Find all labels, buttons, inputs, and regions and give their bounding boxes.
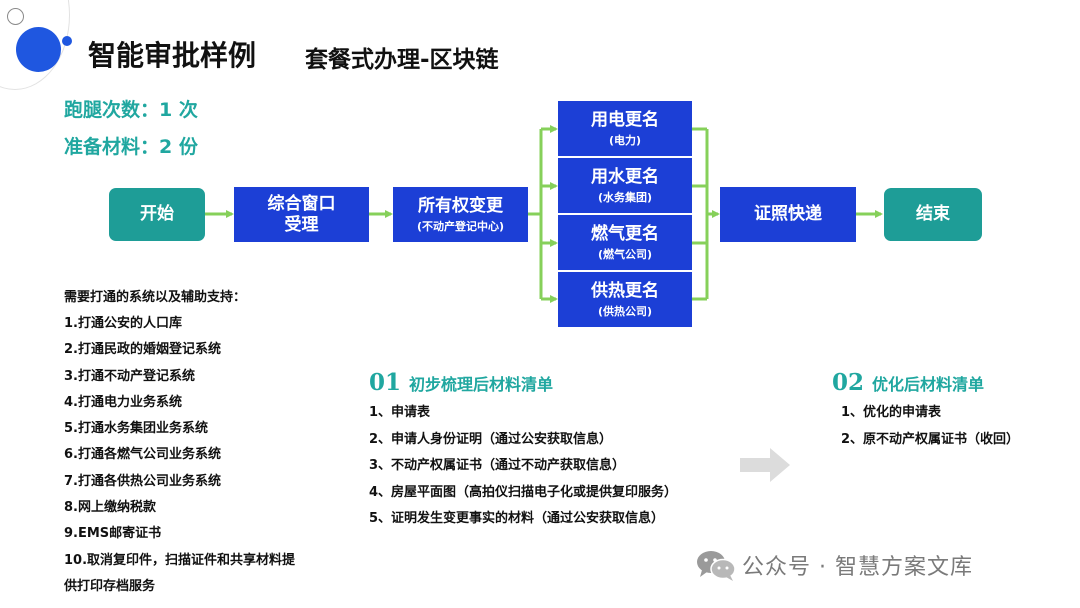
support-item: 9.EMS邮寄证书 <box>64 526 162 542</box>
flow-start-label: 开始 <box>140 204 174 225</box>
flow-start: 开始 <box>109 188 205 241</box>
initial-materials-list: 1、申请表 2、申请人身份证明（通过公安获取信息） 3、不动产权属证书（通过不动… <box>369 400 677 533</box>
flow-branch-electricity: 用电更名 (电力) <box>558 101 692 156</box>
support-item: 7.打通各供热公司业务系统 <box>64 473 221 489</box>
flow-express-label: 证照快递 <box>754 204 822 225</box>
flow-branch-gas: 燃气更名 (燃气公司) <box>558 215 692 270</box>
flow-end-label: 结束 <box>916 204 950 225</box>
material-item: 1、申请表 <box>369 405 431 420</box>
section-title: 初步梳理后材料清单 <box>409 375 554 394</box>
support-item: 4.打通电力业务系统 <box>64 394 182 410</box>
material-item: 2、原不动产权属证书（收回） <box>841 431 1020 447</box>
support-item: 1.打通公安的人口库 <box>64 316 182 331</box>
watermark: 公众号 · 智慧方案文库 <box>696 548 973 582</box>
material-item: 5、证明发生变更事实的材料（通过公安获取信息） <box>369 511 665 526</box>
support-list: 1.打通公安的人口库 2.打通民政的婚姻登记系统 3.打通不动产登记系统 4.打… <box>64 311 354 600</box>
flow-express-delivery: 证照快递 <box>720 187 856 242</box>
watermark-text: 公众号 · 智慧方案文库 <box>742 555 973 580</box>
material-item: 2、申请人身份证明（通过公安获取信息） <box>369 431 613 447</box>
visits-count: 跑腿次数：1 次 <box>64 99 198 121</box>
flow-window-accept: 综合窗口 受理 <box>234 187 369 242</box>
flow-window-label-1: 综合窗口 <box>267 194 336 215</box>
flow-ownership-label: 所有权变更 <box>418 196 503 217</box>
branch-gas-sub: (燃气公司) <box>597 247 653 261</box>
branch-electricity-label: 用电更名 <box>591 110 659 131</box>
support-item: 10.取消复印件，扫描证件和共享材料提 <box>64 552 296 568</box>
materials-count: 准备材料：2 份 <box>64 136 198 158</box>
support-item: 8.网上缴纳税款 <box>64 500 156 516</box>
section-number: 01 <box>369 369 402 396</box>
material-item: 3、不动产权属证书（通过不动产获取信息） <box>369 458 626 473</box>
section-optimized-materials-heading: 02 优化后材料清单 <box>832 369 984 396</box>
page-title: 智能审批样例 <box>88 39 257 72</box>
decorative-ring <box>7 8 24 25</box>
optimized-materials-list: 1、优化的申请表 2、原不动产权属证书（收回） <box>841 400 1019 453</box>
flow-branch-water: 用水更名 (水务集团) <box>558 158 692 213</box>
branch-heating-sub: (供热公司) <box>597 304 653 318</box>
section-title: 优化后材料清单 <box>872 375 985 394</box>
flow-end: 结束 <box>884 188 982 241</box>
material-item: 4、房屋平面图（高拍仪扫描电子化或提供复印服务） <box>369 484 678 500</box>
support-item: 供打印存档服务 <box>64 578 156 594</box>
flow-ownership-change: 所有权变更 (不动产登记中心) <box>393 187 528 242</box>
decorative-dot-large <box>16 27 61 72</box>
page-subtitle: 套餐式办理-区块链 <box>305 47 499 73</box>
support-title: 需要打通的系统以及辅助支持： <box>64 290 247 305</box>
flow-ownership-sub: (不动产登记中心) <box>416 219 505 233</box>
branch-gas-label: 燃气更名 <box>591 224 659 245</box>
material-item: 1、优化的申请表 <box>841 405 942 420</box>
branch-water-label: 用水更名 <box>591 167 659 188</box>
support-item: 3.打通不动产登记系统 <box>64 368 195 384</box>
support-item: 2.打通民政的婚姻登记系统 <box>64 342 221 358</box>
section-number: 02 <box>832 369 865 396</box>
branch-electricity-sub: (电力) <box>608 133 642 147</box>
branch-water-sub: (水务集团) <box>597 190 653 204</box>
support-item: 5.打通水务集团业务系统 <box>64 421 208 437</box>
section-initial-materials-heading: 01 初步梳理后材料清单 <box>369 369 553 396</box>
flow-window-label-2: 受理 <box>284 214 319 235</box>
decorative-dot-small <box>62 36 72 46</box>
right-arrow-icon <box>740 448 790 482</box>
support-item: 6.打通各燃气公司业务系统 <box>64 447 221 463</box>
wechat-icon <box>697 551 736 581</box>
branch-heating-label: 供热更名 <box>591 281 659 302</box>
flow-branch-heating: 供热更名 (供热公司) <box>558 272 692 327</box>
